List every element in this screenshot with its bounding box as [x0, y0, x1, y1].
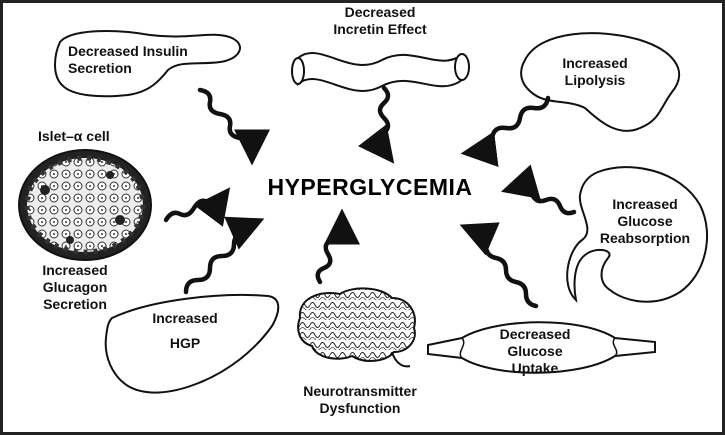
label-line: Glucose [617, 213, 673, 229]
arrow-muscle [459, 222, 539, 309]
label-line: Increased [152, 310, 218, 326]
label-line: Secretion [68, 60, 132, 76]
label-line: Decreased [499, 326, 571, 342]
label-line: HGP [169, 335, 201, 351]
kidney-icon [566, 166, 708, 303]
label-line: Glucose [507, 343, 563, 359]
central-outcome-title: HYPERGLYCEMIA [267, 174, 473, 200]
label-decreased-glucose-uptake: Decreased Glucose Uptake [485, 326, 585, 377]
label-increased-lipolysis: Increased Lipolysis [545, 55, 645, 89]
liver-icon [104, 293, 280, 394]
label-line: Increased [42, 262, 108, 278]
pancreas-icon [54, 29, 241, 98]
label-line: Lipolysis [564, 72, 626, 88]
adipose-icon [520, 32, 681, 132]
label-line: Incretin Effect [333, 21, 427, 37]
arrow-lipolysis [460, 95, 551, 168]
arrow-insulin [197, 87, 270, 166]
label-increased-hgp: Increased HGP [130, 310, 240, 352]
muscle-icon [427, 321, 656, 374]
label-line: Increased [612, 196, 678, 212]
arrow-kidney [501, 164, 577, 216]
label-increased-glucose-reabsorption: Increased Glucose Reabsorption [585, 196, 705, 247]
label-line: Uptake [511, 360, 559, 376]
label-line: Decreased Insulin [68, 43, 188, 59]
islet-icon [18, 149, 152, 261]
label-line: Neurotransmitter [303, 383, 417, 399]
arrow-islet [163, 187, 231, 227]
arrows [163, 85, 577, 309]
label-line: Reabsorption [599, 230, 691, 246]
brain-icon [297, 287, 416, 368]
label-line: Dysfunction [319, 400, 401, 416]
arrow-brain [315, 208, 360, 285]
intestine-icon [291, 52, 470, 92]
label-line: Secretion [43, 296, 107, 312]
arrow-liver [183, 216, 265, 295]
label-neurotransmitter-dysfunction: Neurotransmitter Dysfunction [290, 383, 430, 417]
label-increased-glucagon-secretion: Increased Glucagon Secretion [20, 262, 130, 313]
label-decreased-incretin-effect: Decreased Incretin Effect [320, 4, 440, 38]
label-islet-alpha-cell: Islet–α cell [38, 128, 110, 144]
label-line: Decreased [344, 4, 416, 20]
label-line: Glucagon [42, 279, 108, 295]
arrow-incretin [358, 85, 395, 164]
label-line: Increased [562, 55, 628, 71]
label-decreased-insulin-secretion: Decreased Insulin Secretion [68, 43, 188, 77]
